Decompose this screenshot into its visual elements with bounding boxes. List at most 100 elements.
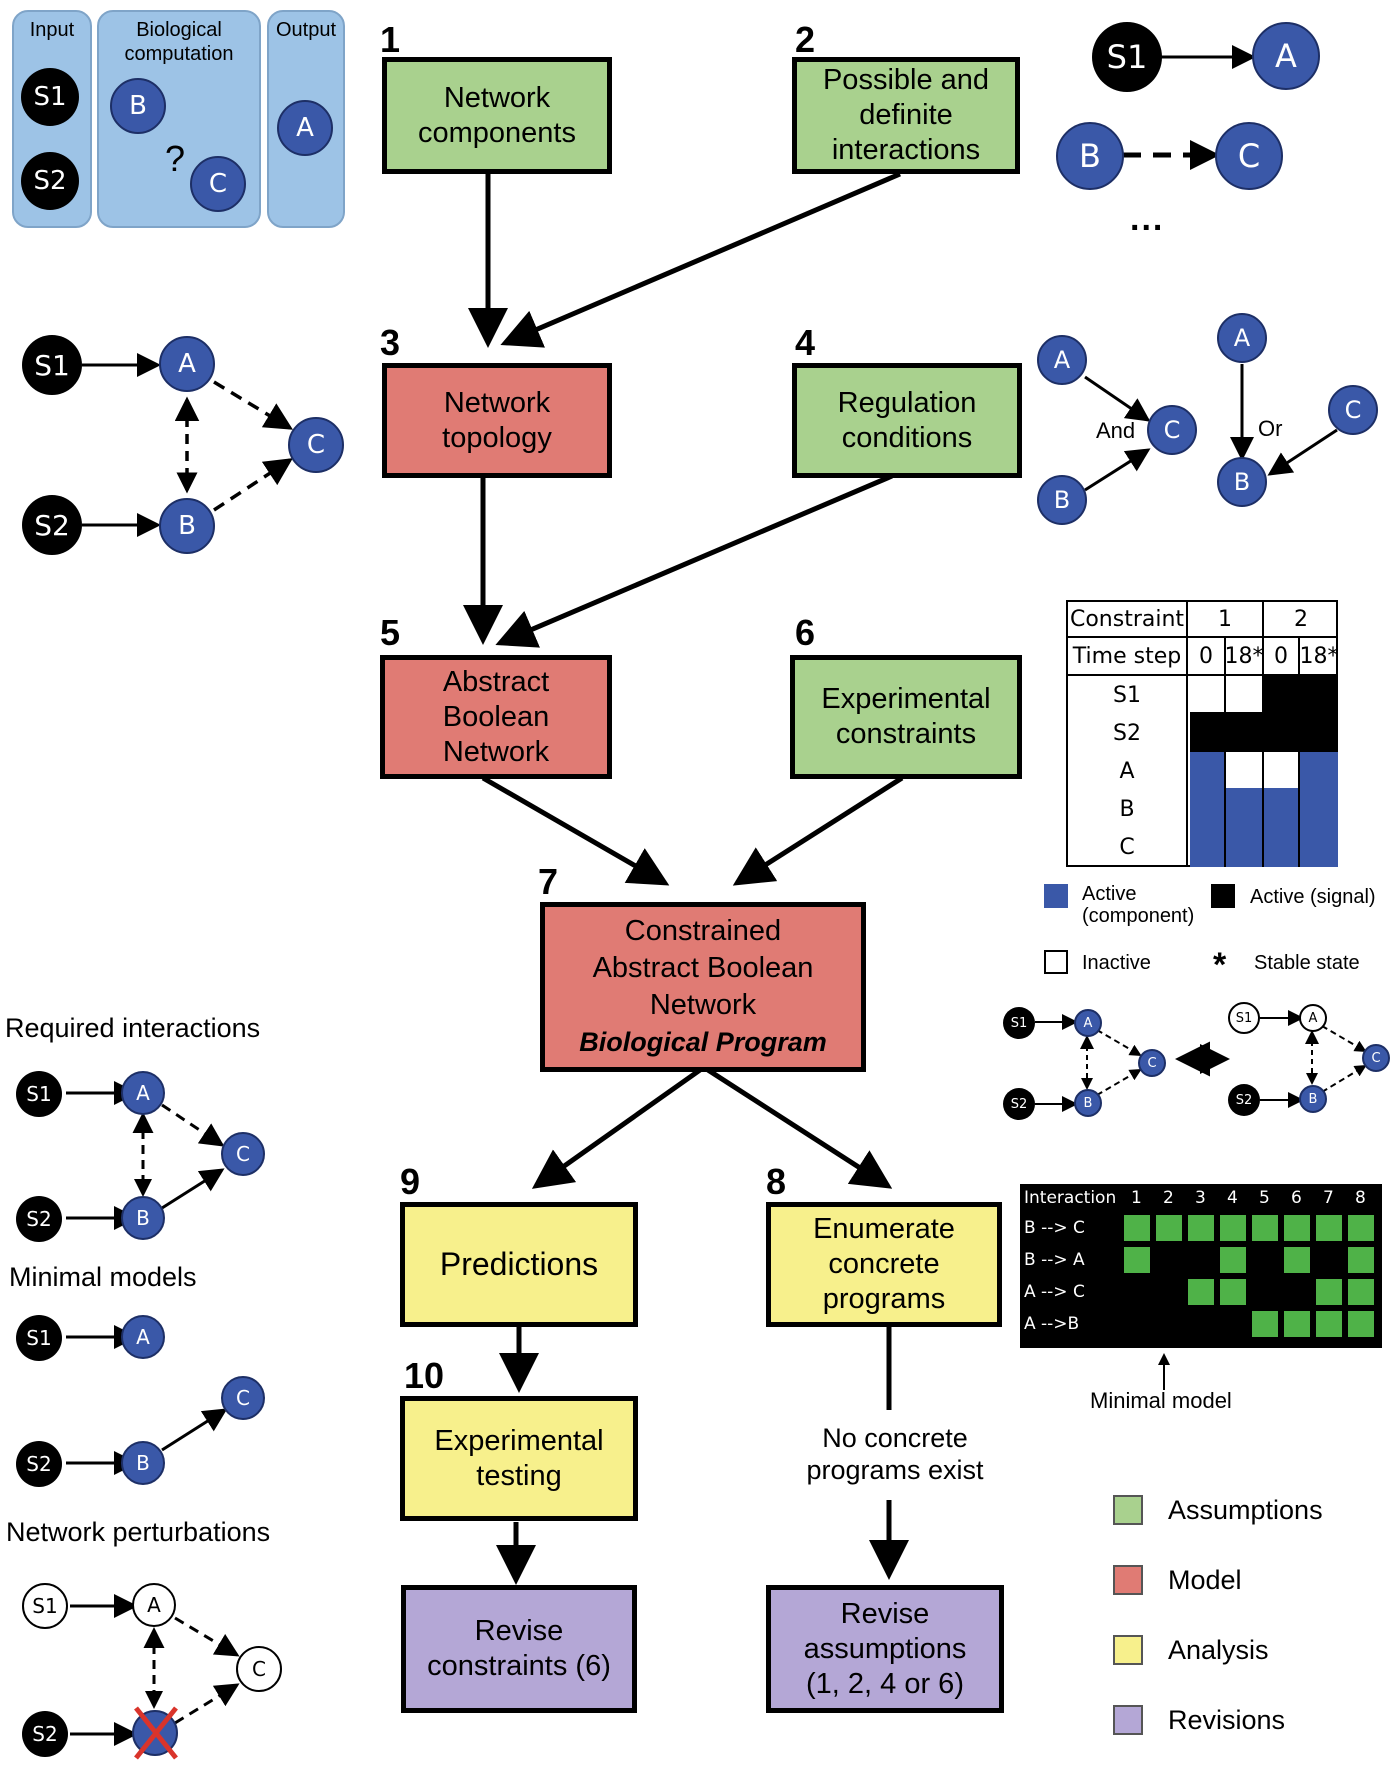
node-a: A: [1252, 22, 1320, 90]
step-number-5: 5: [380, 612, 401, 653]
box-network-topology: Network topology: [382, 363, 612, 478]
matrix-cell-on: [1316, 1215, 1342, 1241]
step-number-9: 9: [400, 1161, 421, 1202]
box-label: Experimental testing: [434, 1424, 604, 1492]
flow-arrow-4-5: [495, 473, 893, 648]
stable-state-star: *: [1213, 946, 1227, 984]
legend-revisions-swatch: [1113, 1705, 1143, 1735]
matrix-col: 8: [1355, 1188, 1366, 1208]
node-b: B: [1074, 1089, 1102, 1117]
minimal-models-heading: Minimal models: [9, 1262, 197, 1292]
legend-inactive-swatch: [1044, 950, 1068, 974]
box-network-components: Network components: [382, 57, 612, 174]
time-step-cell: 0: [1188, 638, 1226, 676]
matrix-cell-on: [1284, 1247, 1310, 1273]
step-number-7: 7: [538, 861, 559, 902]
state-cell: [1300, 752, 1338, 867]
node-a: A: [121, 1315, 165, 1359]
matrix-col: 2: [1163, 1188, 1174, 1208]
box-possible-definite-interactions: Possible and definite interactions: [792, 57, 1020, 174]
matrix-cell-on: [1124, 1215, 1150, 1241]
box-label: Network topology: [442, 386, 552, 454]
flow-arrow-5-7: [481, 775, 670, 886]
box-regulation-conditions: Regulation conditions: [792, 363, 1022, 478]
node-a: A: [132, 1583, 176, 1627]
node-b: B: [1299, 1085, 1327, 1113]
matrix-cell-on: [1220, 1279, 1246, 1305]
matrix-col: 3: [1195, 1188, 1206, 1208]
node-s2: S2: [16, 1196, 62, 1242]
node-s1: S1: [1228, 1002, 1260, 1034]
table-header-constraint-2: 2: [1264, 602, 1338, 638]
matrix-cell-on: [1124, 1247, 1150, 1273]
box-enumerate-concrete-programs: Enumerate concrete programs: [766, 1202, 1002, 1327]
matrix-cell-on: [1156, 1215, 1182, 1241]
box-label: Revise constraints (6): [427, 1615, 611, 1682]
node-c: C: [1215, 122, 1283, 190]
node-a: A: [277, 100, 333, 156]
box-predictions: Predictions: [400, 1202, 638, 1327]
state-cell: [1226, 676, 1264, 714]
node-c: C: [1138, 1049, 1166, 1077]
matrix-cell-on: [1252, 1215, 1278, 1241]
box-label: Constrained Abstract Boolean Network: [592, 915, 814, 1021]
node-c: C: [190, 156, 246, 212]
matrix-row-label: B --> C: [1024, 1218, 1085, 1238]
box-revise-assumptions: Revise assumptions (1, 2, 4 or 6): [766, 1585, 1004, 1713]
node-b: B: [121, 1441, 165, 1485]
box-abstract-boolean-network: Abstract Boolean Network: [380, 655, 612, 779]
node-s2: S2: [21, 152, 79, 210]
time-step-cell: 18*: [1225, 638, 1264, 676]
question-mark: ?: [165, 138, 186, 179]
box-label: Abstract Boolean Network: [442, 665, 550, 768]
step-number-10: 10: [404, 1355, 445, 1396]
matrix-cell-on: [1348, 1215, 1374, 1241]
step-number-4: 4: [795, 322, 816, 363]
node-c: C: [1328, 385, 1378, 435]
legend-active-signal: Active (signal): [1250, 886, 1376, 908]
minimal-model-label: Minimal model: [1090, 1388, 1232, 1413]
step-number-2: 2: [795, 19, 816, 60]
required-interactions-heading: Required interactions: [5, 1013, 261, 1043]
network-perturbations-heading: Network perturbations: [6, 1517, 271, 1547]
flow-arrow-7-8: [706, 1067, 893, 1189]
state-cell: [1190, 752, 1226, 867]
legend-model: Model: [1168, 1565, 1242, 1595]
box-label: Revise assumptions (1, 2, 4 or 6): [803, 1597, 967, 1700]
matrix-cell-on: [1284, 1215, 1310, 1241]
row-label-s1: S1: [1068, 676, 1188, 714]
box-label: Enumerate concrete programs: [813, 1213, 955, 1315]
box-label: Experimental constraints: [821, 683, 991, 750]
table-header-time-step: Time step: [1068, 638, 1188, 676]
input-panel-title: Input: [29, 19, 75, 41]
node-b: B: [1037, 475, 1087, 525]
row-label-s2: S2: [1068, 714, 1188, 752]
matrix-row-label: A -->B: [1024, 1314, 1080, 1334]
legend-assumptions: Assumptions: [1168, 1495, 1323, 1525]
box-sublabel: Biological Program: [579, 1027, 827, 1057]
matrix-cell-on: [1284, 1311, 1310, 1337]
box-label: Network components: [418, 81, 576, 149]
node-s1: S1: [22, 1583, 68, 1629]
box-label: Possible and definite interactions: [822, 64, 990, 166]
step-number-8: 8: [766, 1161, 787, 1202]
legend-analysis-swatch: [1113, 1635, 1143, 1665]
row-label-c: C: [1068, 828, 1188, 867]
node-c: C: [221, 1132, 265, 1176]
node-s1: S1: [16, 1315, 62, 1361]
matrix-cell-on: [1316, 1279, 1342, 1305]
and-label: And: [1096, 418, 1136, 443]
node-b: B: [121, 1196, 165, 1240]
step-number-6: 6: [795, 612, 816, 653]
interaction-matrix: Interaction 1 2 3 4 5 6 7 8 B --> C B --…: [1020, 1184, 1382, 1348]
node-a: A: [1037, 335, 1087, 385]
step-number-3: 3: [380, 322, 401, 363]
box-label: Regulation conditions: [837, 386, 977, 454]
node-s1: S1: [16, 1071, 62, 1117]
matrix-row-label: B --> A: [1024, 1250, 1085, 1270]
node-s2: S2: [16, 1441, 62, 1487]
ellipsis: ...: [1130, 200, 1165, 238]
flow-arrow-2-3: [500, 171, 901, 348]
node-s1: S1: [1092, 22, 1162, 92]
